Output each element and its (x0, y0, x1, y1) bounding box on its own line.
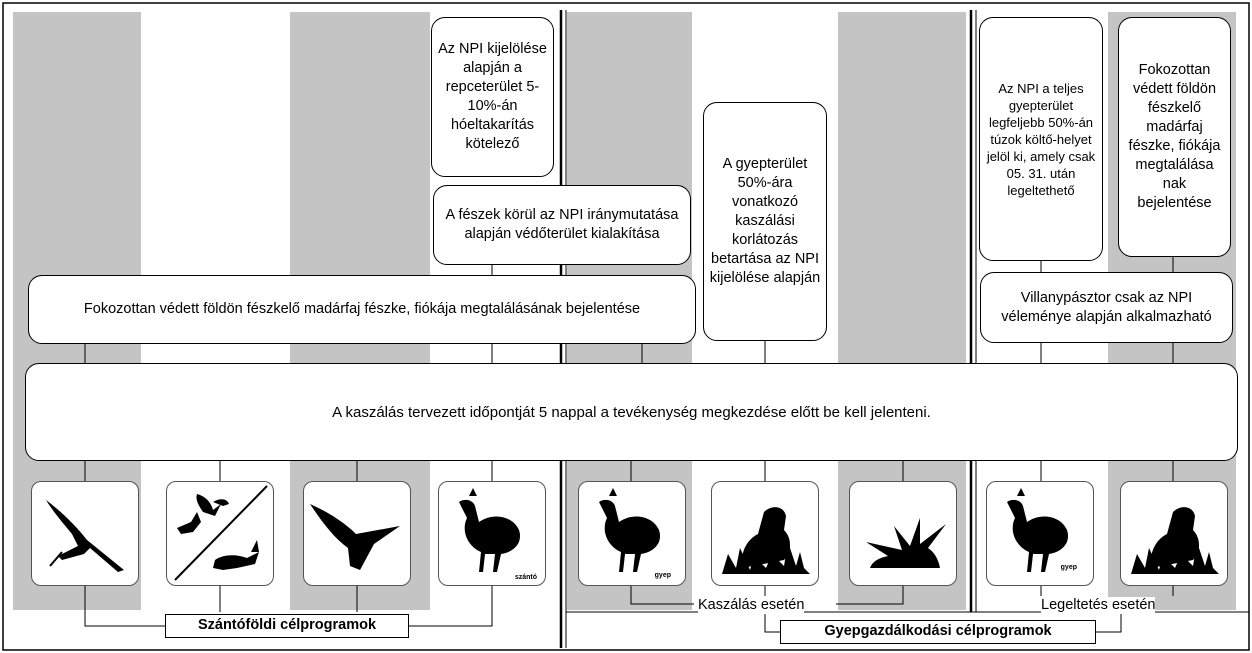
bird-in-grass-icon (722, 507, 810, 574)
grazing-case-label: Legeltetés esetén (1041, 597, 1156, 614)
bird-of-prey-icon (310, 504, 400, 570)
great-bustard-icon (599, 488, 661, 572)
tile-bird-in-grass-grazing (1120, 481, 1228, 586)
repce-snow-clearing-text: Az NPI kijelölése alapján a repceterület… (438, 41, 547, 152)
electric-fence-text: Villanypásztor csak az NPI véleménye ala… (1001, 289, 1212, 325)
tile-tag: gyep (654, 572, 671, 579)
bird-in-grass-icon (1131, 507, 1219, 574)
tile-tag: gyep (1060, 564, 1077, 571)
nest-report-grassland-text: Fokozottan védett földön fészkelő madárf… (1128, 62, 1221, 211)
tile-tag: szántó (514, 574, 537, 581)
tile-bird-in-grass (711, 481, 819, 586)
great-bustard-icon (1007, 488, 1069, 572)
mowing-case-label: Kaszálás esetén (698, 597, 805, 614)
birds-and-hare-icon (174, 485, 268, 581)
nest-report-grassland-box: Fokozottan védett földön fészkelő madárf… (1118, 17, 1231, 257)
tile-birds-hare (166, 481, 274, 586)
bustard-breeding-site-box: Az NPI a teljes gyepterület legfeljebb 5… (979, 17, 1103, 261)
arable-programs-label: Szántóföldi célprogramok (165, 614, 409, 638)
grassland-mowing-limit-text: A gyepterület 50%-ára vonatkozó kaszálás… (709, 156, 821, 286)
tile-grass-tuft (849, 481, 957, 586)
nest-report-arable-box: Fokozottan védett földön fészkelő madárf… (28, 275, 696, 344)
nest-report-arable-text: Fokozottan védett földön fészkelő madárf… (83, 301, 641, 317)
grassland-mowing-limit-box: A gyepterület 50%-ára vonatkozó kaszálás… (703, 102, 827, 341)
grassland-programs-label: Gyepgazdálkodási célprogramok (780, 620, 1096, 644)
tile-stork (31, 481, 139, 586)
mowing-notice-text: A kaszálás tervezett időpontját 5 nappal… (332, 403, 931, 421)
tile-bird-of-prey (303, 481, 411, 586)
mowing-notice-box: A kaszálás tervezett időpontját 5 nappal… (25, 363, 1238, 461)
nest-protection-zone-box: A fészek körül az NPI iránymutatása alap… (433, 185, 691, 265)
repce-snow-clearing-box: Az NPI kijelölése alapján a repceterület… (431, 17, 554, 177)
grass-tuft-icon (866, 518, 946, 568)
tile-bustard-arable: szántó (438, 481, 546, 586)
tile-bustard-grassland: gyep (578, 481, 686, 586)
tile-bustard-grazing: gyep (986, 481, 1094, 586)
stork-icon (46, 500, 124, 572)
nest-protection-zone-text: A fészek körül az NPI iránymutatása alap… (445, 207, 679, 242)
bustard-breeding-site-text: Az NPI a teljes gyepterület legfeljebb 5… (986, 80, 1096, 198)
electric-fence-box: Villanypásztor csak az NPI véleménye ala… (980, 272, 1233, 343)
great-bustard-icon (459, 488, 521, 572)
